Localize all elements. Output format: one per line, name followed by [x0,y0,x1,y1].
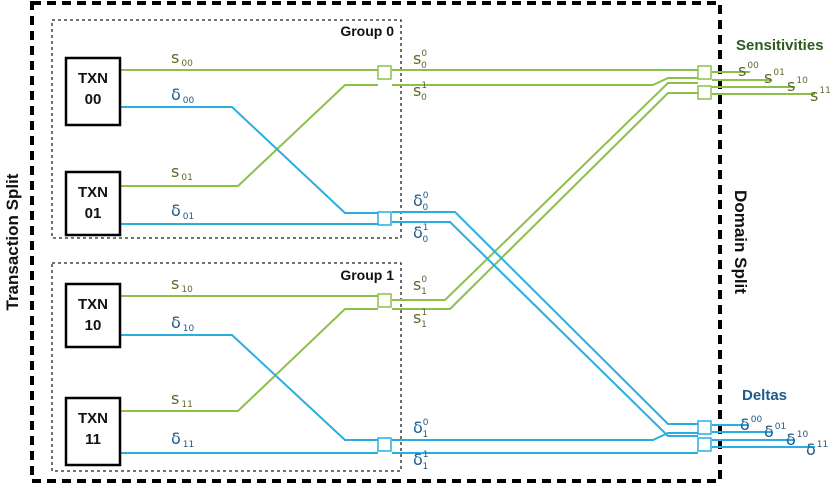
node-s-out-2 [697,85,712,100]
merge-nodes [377,65,712,452]
domain-split-label: Domain Split [731,190,750,294]
txn-11-line1: TXN [78,410,108,427]
wire-s10-out [392,82,698,301]
txn-10-line1: TXN [78,296,108,313]
wire-d00-out [392,211,698,425]
out-s11: s11 [810,86,831,105]
txn-box-11 [64,396,122,467]
transaction-split-label: Transaction Split [3,173,22,311]
txn-boxes: TXN 00 TXN 01 TXN 10 TXN 11 [64,56,122,467]
sensitivity-wires [120,69,815,412]
out-d01: δ01 [764,422,786,441]
output-labels: s00 s01 s10 s11 δ00 δ01 δ10 δ11 [738,61,831,459]
node-s-group0 [377,65,392,80]
node-d-group1 [377,437,392,452]
txn-00-line2: 00 [85,91,102,108]
wire-d10 [120,334,378,441]
node-s-out-1 [697,65,712,80]
group-1-label: Group 1 [340,267,394,283]
out-d10: δ10 [786,430,809,449]
txn-01-line2: 01 [85,205,102,222]
out-s01: s01 [764,68,785,87]
out-d11: δ11 [806,440,828,459]
wire-s11-out [392,92,698,310]
node-d-out-2 [697,437,712,452]
deltas-header: Deltas [742,387,787,404]
out-s00: s00 [738,61,759,80]
wire-d01-out [392,221,698,437]
txn-10-line2: 10 [85,317,102,334]
node-d-group0 [377,211,392,226]
wire-s11 [120,308,378,412]
node-s-group1 [377,293,392,308]
txn-01-line1: TXN [78,184,108,201]
group-0-label: Group 0 [340,23,394,39]
out-d00: δ00 [740,415,763,434]
txn-00-line1: TXN [78,70,108,87]
outer-frame [30,1,722,483]
node-d-out-1 [697,420,712,435]
wire-s01 [120,84,378,187]
wire-d00 [120,106,378,214]
wire-d10-out [392,432,698,441]
group-0-frame [51,19,402,239]
wire-s01-out [392,77,698,86]
txn-box-10 [64,282,122,349]
out-s10: s10 [787,76,808,95]
sensitivities-header: Sensitivities [736,37,824,54]
txn-11-line2: 11 [85,431,101,448]
txn-box-01 [64,170,122,237]
delta-wires [120,106,815,454]
txn-box-00 [64,56,122,127]
group-1-frame [51,262,402,472]
